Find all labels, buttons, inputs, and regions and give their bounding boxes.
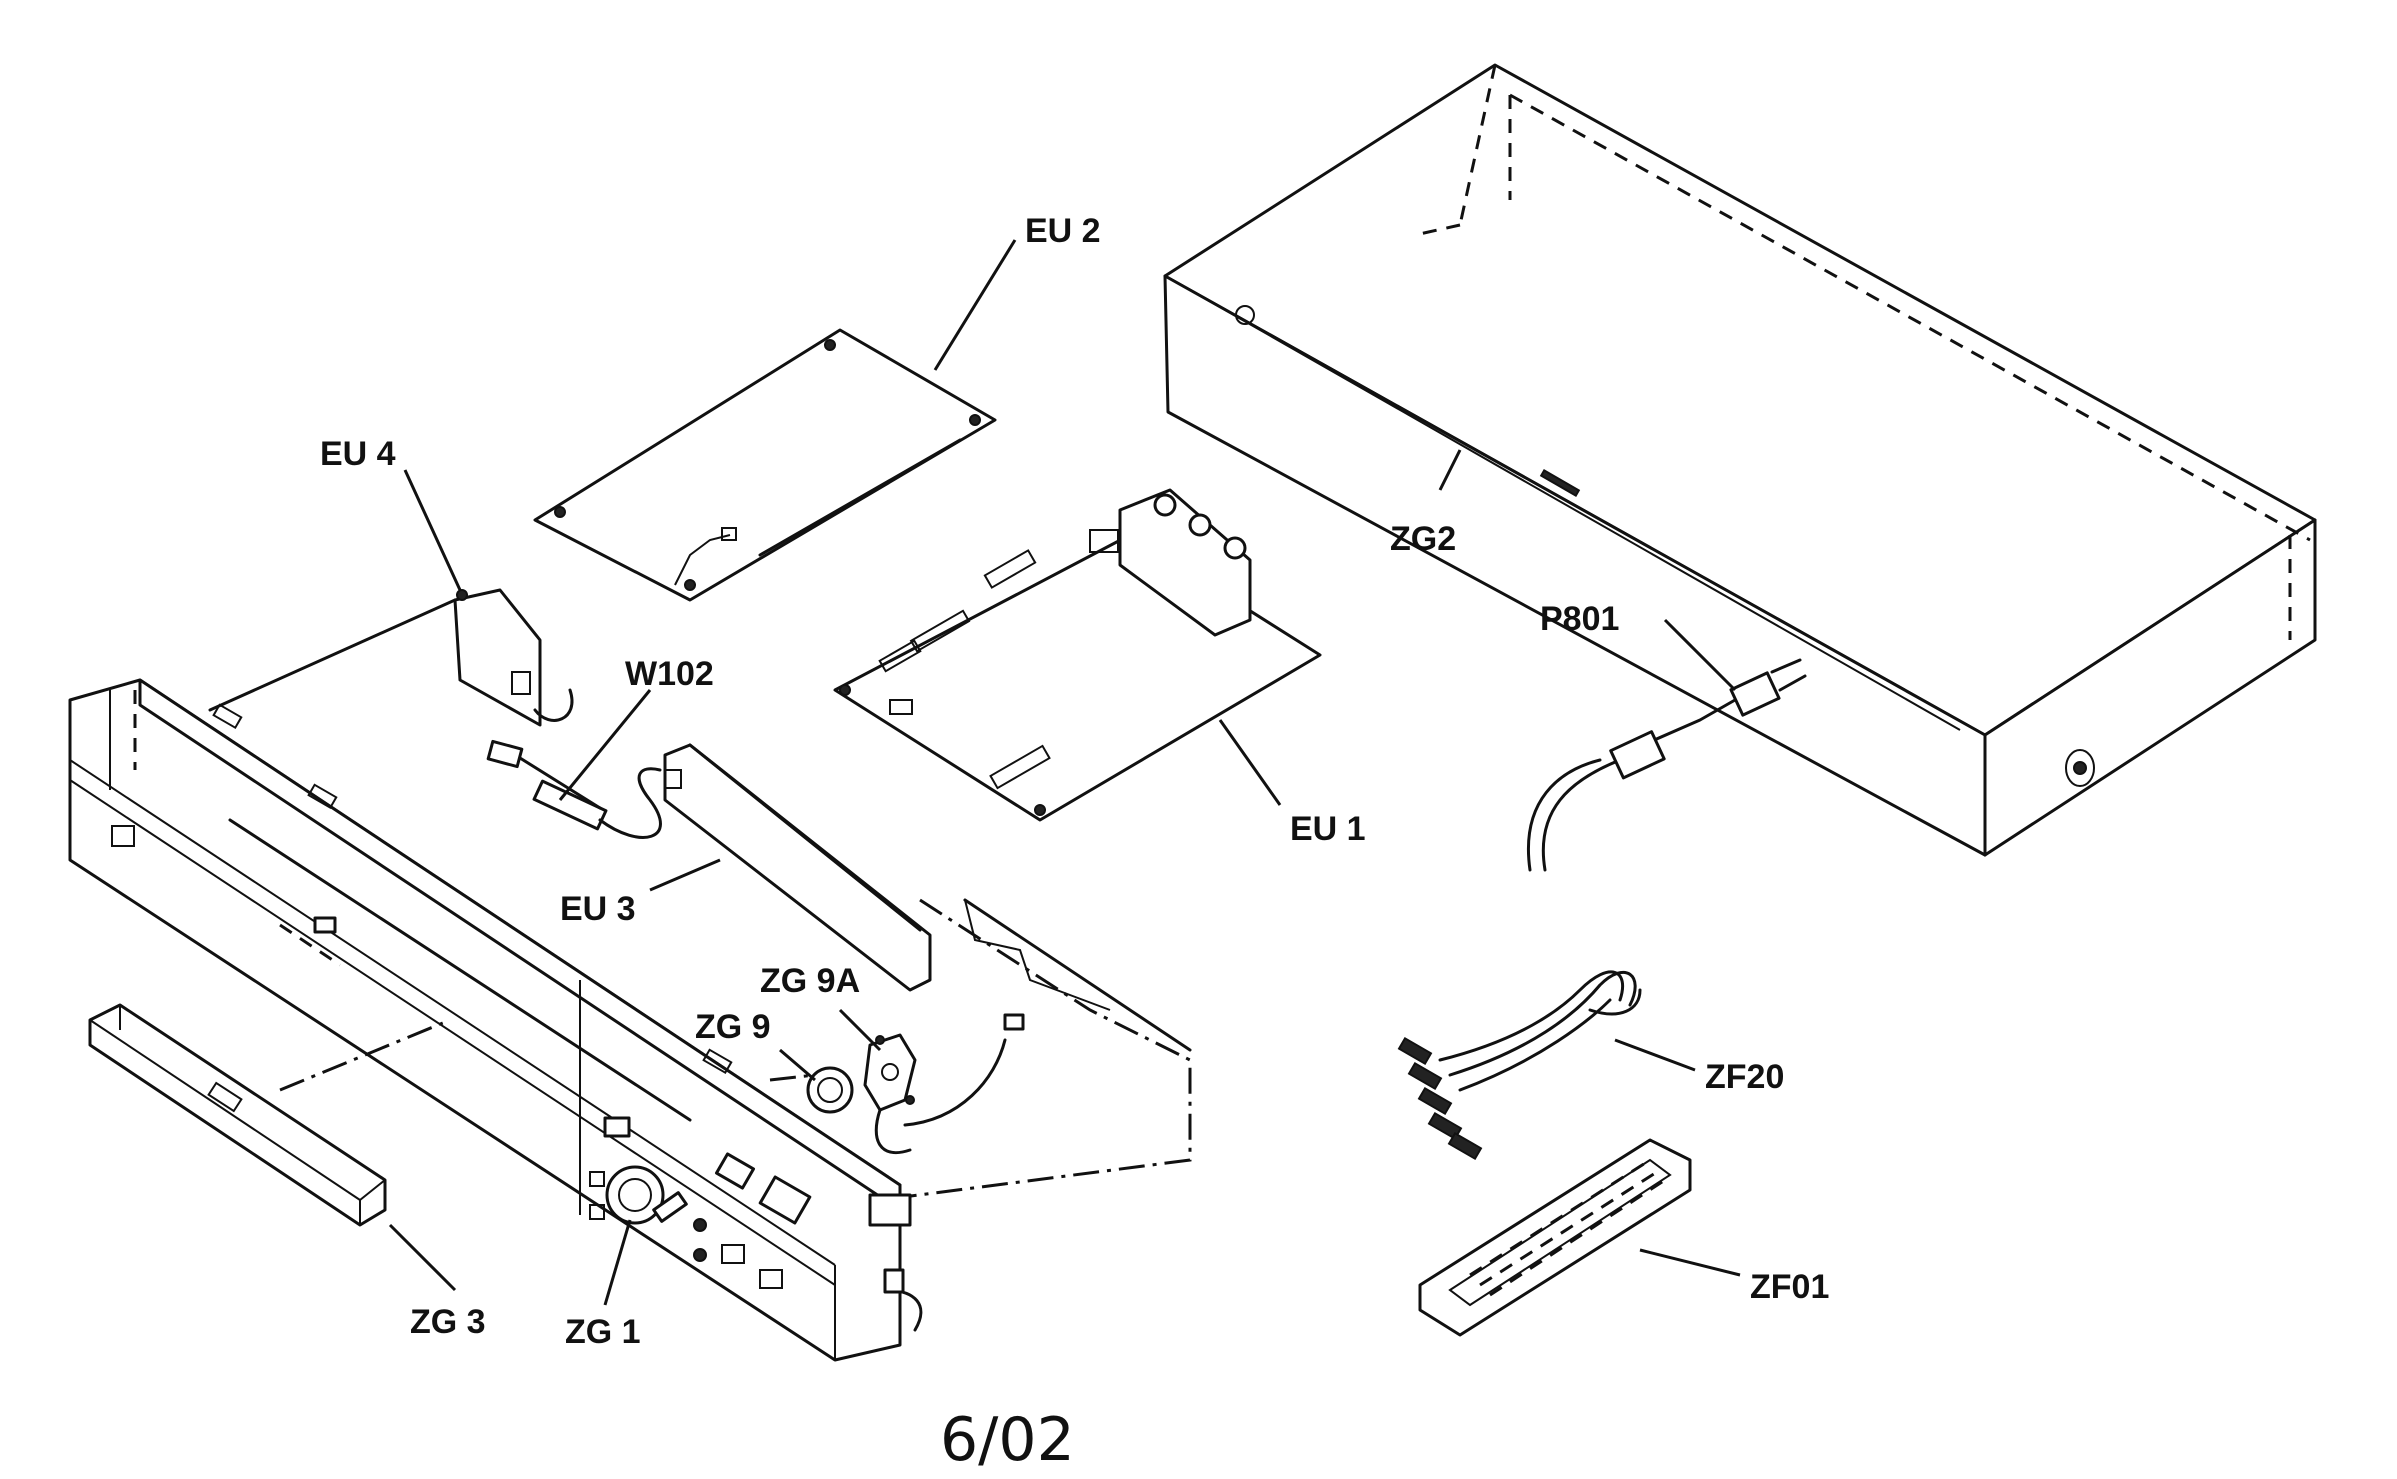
label-eu3: EU 3 <box>560 890 636 928</box>
label-eu2: EU 2 <box>1025 212 1101 250</box>
circuit-board-eu2 <box>533 328 997 602</box>
front-panel-zg1 <box>68 678 923 1362</box>
label-zf20: ZF20 <box>1705 1058 1784 1096</box>
label-zg2: ZG2 <box>1390 520 1456 558</box>
label-zg1: ZG 1 <box>565 1313 641 1351</box>
bracket-zg9a <box>863 1033 1007 1155</box>
circuit-board-eu4 <box>453 588 574 727</box>
power-cord-p801 <box>1527 658 1807 872</box>
label-zg3: ZG 3 <box>410 1303 486 1341</box>
label-w102: W102 <box>625 655 714 693</box>
main-board-eu1 <box>833 488 1322 822</box>
label-p801: P801 <box>1540 600 1619 638</box>
label-zg9: ZG 9 <box>695 1008 771 1046</box>
knob-zg9 <box>806 1066 854 1114</box>
label-zf01: ZF01 <box>1750 1268 1829 1306</box>
chassis-outline <box>208 598 1192 1202</box>
trim-bar-zg3 <box>88 1003 387 1227</box>
leader-lines <box>388 239 1741 1306</box>
remote-control-zf01 <box>1418 1138 1692 1337</box>
assembly-lines <box>279 1018 816 1092</box>
footer-date: 6/02 <box>940 1405 1075 1475</box>
top-cover-zg2 <box>1163 63 2317 857</box>
circuit-board-eu3 <box>663 743 932 992</box>
label-eu4: EU 4 <box>320 435 396 473</box>
av-cable-zf20 <box>1397 970 1642 1161</box>
label-zg9a: ZG 9A <box>760 962 860 1000</box>
part-labels: EU 2 EU 4 W102 EU 1 EU 3 ZG2 P801 ZG 9A … <box>320 212 1829 1351</box>
label-eu1: EU 1 <box>1290 810 1366 848</box>
cable-w102 <box>486 739 662 839</box>
